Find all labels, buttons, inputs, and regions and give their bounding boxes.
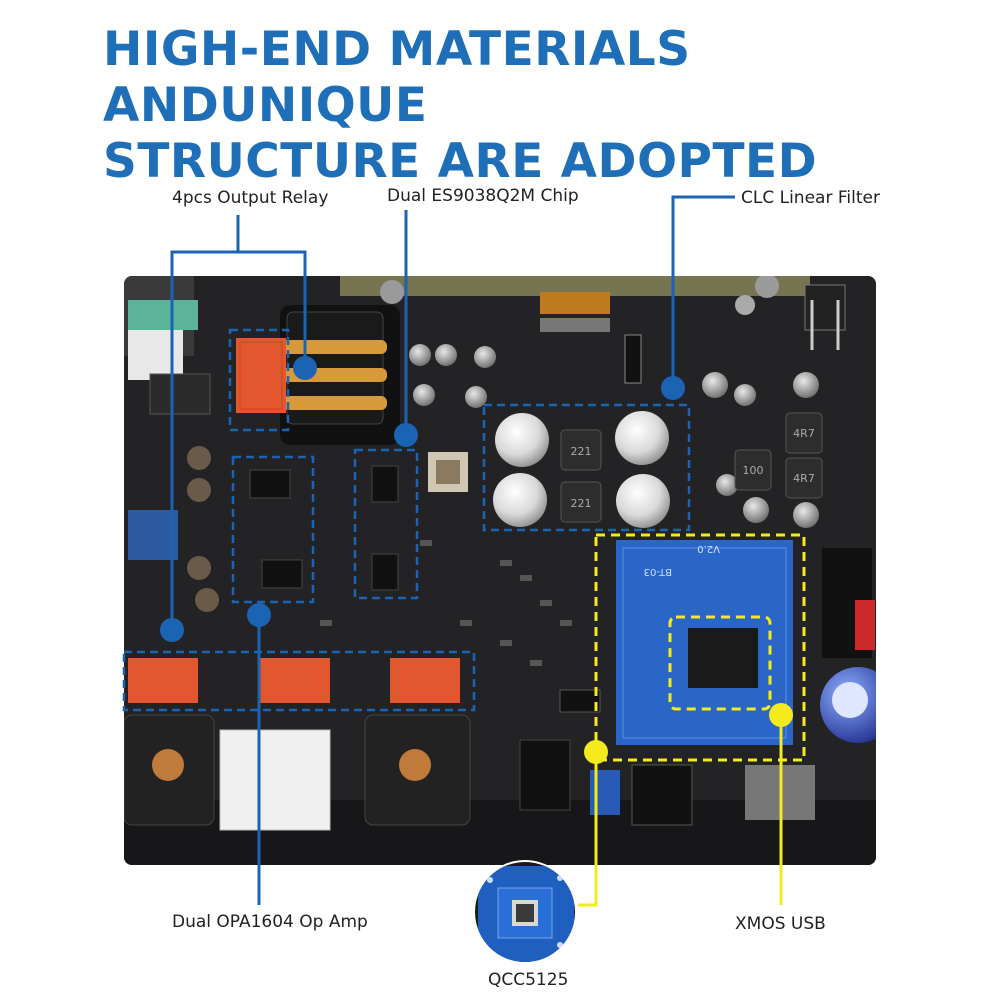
label-clc-filter: CLC Linear Filter	[741, 188, 880, 208]
dac-marker	[394, 423, 418, 447]
inductor-label-4: 100	[743, 464, 764, 477]
label-dac-chip: Dual ES9038Q2M Chip	[387, 186, 579, 206]
inductor-label-1: 221	[571, 445, 592, 458]
inductor-label-5: 4R7	[793, 472, 815, 485]
relay-marker-bottom	[160, 618, 184, 642]
bluetooth-marker	[584, 740, 608, 764]
relay-marker-top	[293, 356, 317, 380]
label-op-amp: Dual OPA1604 Op Amp	[172, 912, 368, 932]
opamp-box	[231, 455, 315, 604]
relay-top-box	[228, 328, 290, 432]
headline: HIGH-END MATERIALS ANDUNIQUE STRUCTURE A…	[103, 22, 1000, 190]
bluetooth-module-box	[594, 533, 806, 762]
label-xmos-usb: XMOS USB	[735, 914, 826, 934]
module-label-version: V2.0	[697, 543, 720, 554]
relay-bottom-box	[122, 650, 476, 712]
inductor-label-2: 221	[571, 497, 592, 510]
yellow-callouts	[578, 533, 806, 907]
clc-marker	[661, 376, 685, 400]
inductor-label-3: 4R7	[793, 427, 815, 440]
qcc5125-thumbnail	[473, 860, 577, 964]
yellow-markers	[584, 703, 793, 764]
clc-filter-box	[482, 403, 691, 532]
label-output-relay: 4pcs Output Relay	[172, 188, 329, 208]
usb-marker	[769, 703, 793, 727]
opamp-marker	[247, 603, 271, 627]
blue-markers	[160, 356, 685, 642]
dac-chip-box	[353, 448, 419, 600]
headline-line-2: STRUCTURE ARE ADOPTED	[103, 134, 818, 189]
xmos-chip-box	[668, 615, 772, 711]
headline-line-1: HIGH-END MATERIALS ANDUNIQUE	[103, 22, 691, 133]
label-qcc5125: QCC5125	[488, 970, 569, 990]
module-label-name: BT-03	[644, 566, 672, 577]
blue-callouts	[122, 195, 735, 905]
